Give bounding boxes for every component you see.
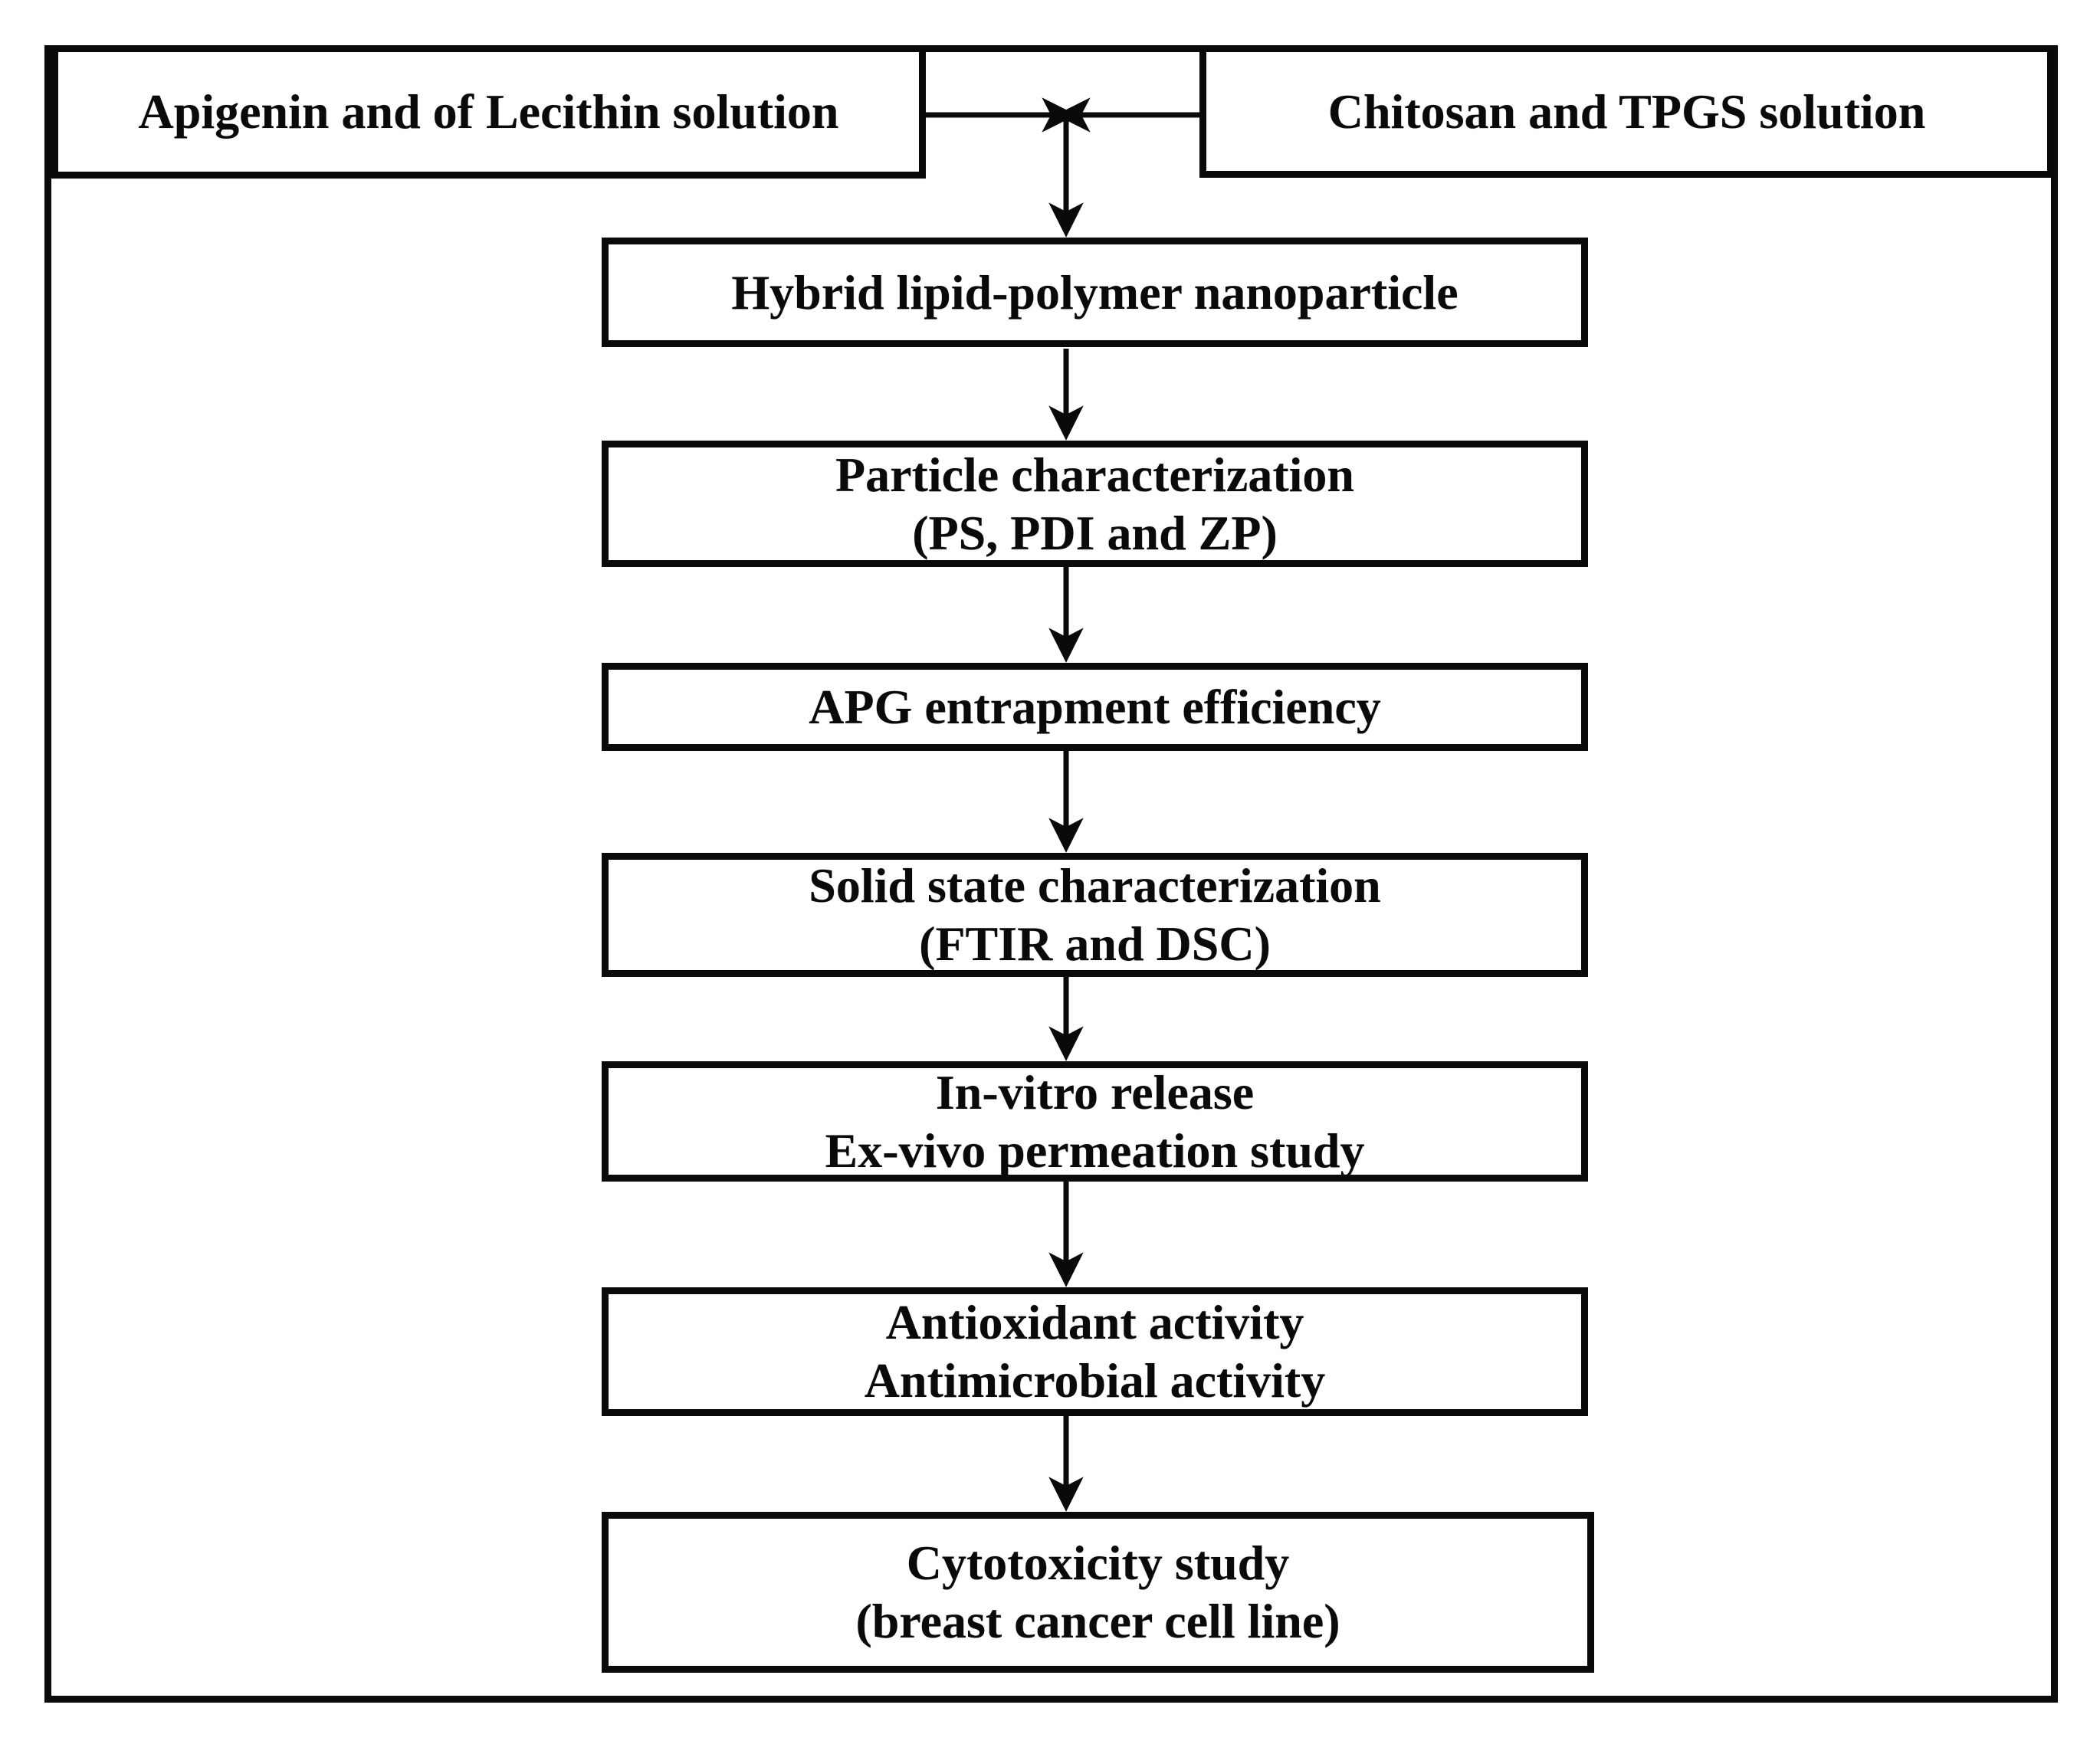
node-hybrid-lipid-polymer-nanoparticle: Hybrid lipid-polymer nanoparticle — [602, 238, 1588, 347]
outer-frame — [44, 45, 2058, 1703]
node-label: APG entrapment efficiency — [809, 679, 1381, 734]
node-label-line-1: In-vitro release — [935, 1064, 1255, 1120]
node-label-line-1: Particle characterization — [835, 447, 1354, 502]
node-label: Chitosan and TPGS solution — [1327, 84, 1926, 139]
node-chitosan-tpgs-solution: Chitosan and TPGS solution — [1199, 45, 2054, 178]
node-cytotoxicity-study: Cytotoxicity study (breast cancer cell l… — [602, 1512, 1594, 1673]
node-solid-state-characterization: Solid state characterization (FTIR and D… — [602, 853, 1588, 977]
node-label-line-2: Ex-vivo permeation study — [825, 1123, 1365, 1178]
node-particle-characterization: Particle characterization (PS, PDI and Z… — [602, 441, 1588, 567]
node-label-line-2: Antimicrobial activity — [864, 1353, 1326, 1408]
node-label-line-2: (breast cancer cell line) — [855, 1594, 1340, 1648]
node-antioxidant-antimicrobial-activity: Antioxidant activity Antimicrobial activ… — [602, 1287, 1588, 1416]
node-label: Hybrid lipid-polymer nanoparticle — [731, 264, 1459, 320]
node-label-line-2: (FTIR and DSC) — [919, 916, 1271, 971]
node-label-line-1: Antioxidant activity — [885, 1295, 1304, 1350]
node-apigenin-lecithin-solution: Apigenin and of Lecithin solution — [51, 45, 926, 179]
node-label-line-1: Cytotoxicity study — [906, 1536, 1290, 1591]
node-invitro-release-exvivo-permeation: In-vitro release Ex-vivo permeation stud… — [602, 1061, 1588, 1182]
node-label-line-2: (PS, PDI and ZP) — [912, 505, 1278, 560]
node-label: Apigenin and of Lecithin solution — [138, 84, 839, 139]
node-label-line-1: Solid state characterization — [809, 858, 1381, 913]
node-apg-entrapment-efficiency: APG entrapment efficiency — [602, 663, 1588, 751]
